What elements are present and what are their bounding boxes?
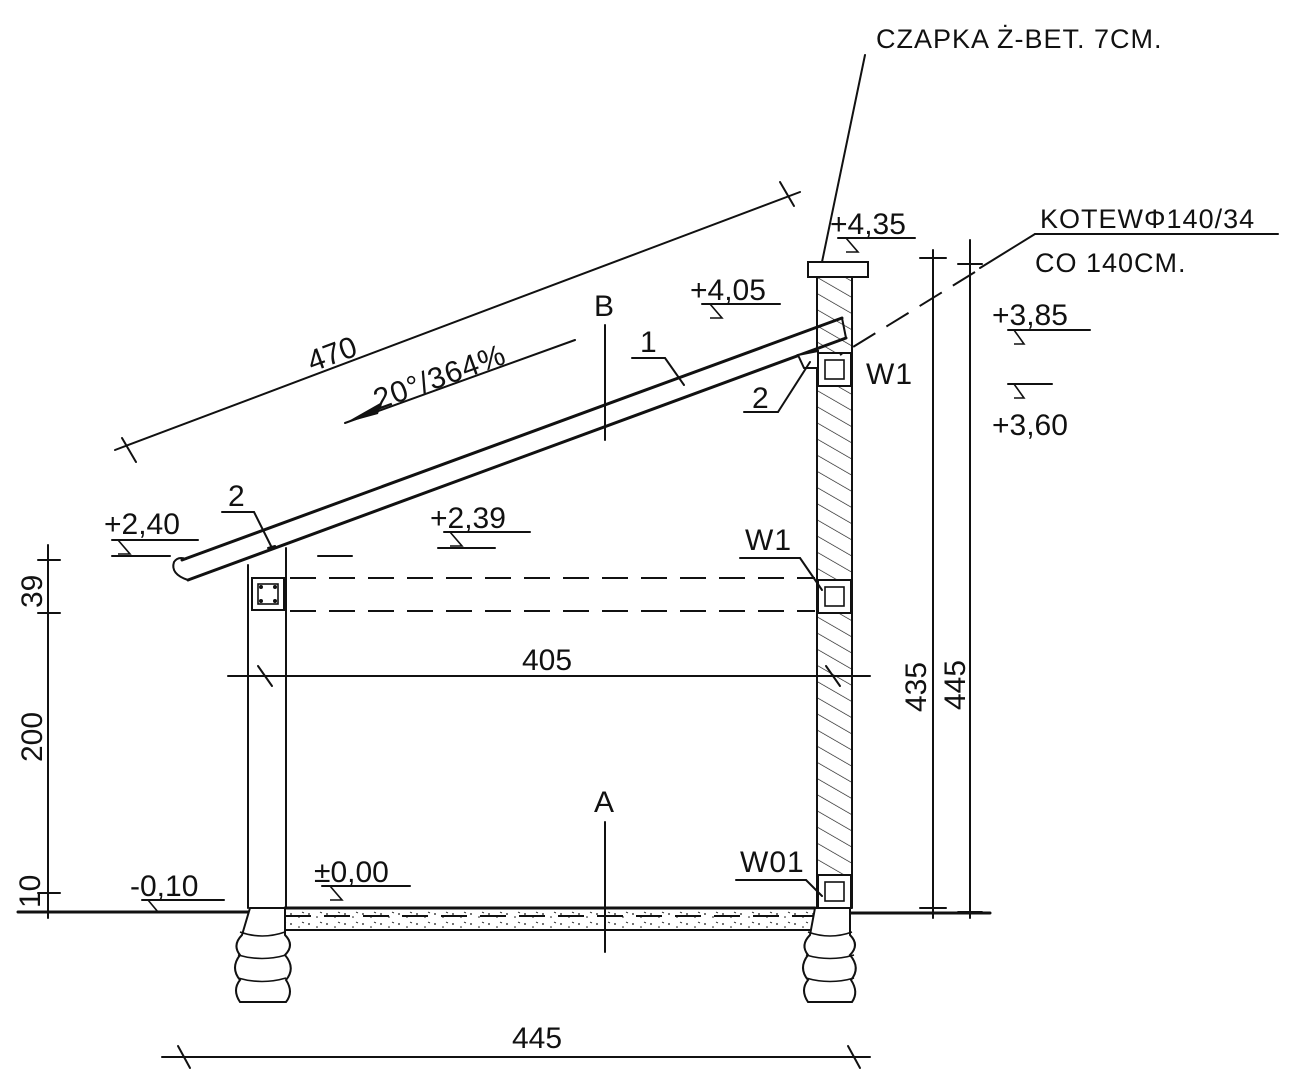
height-445-label: 445 (939, 660, 972, 710)
purlin-mark-left: 2 (221, 480, 273, 549)
section-a-label: A (594, 786, 615, 819)
level-mark-385: +3,85 (992, 299, 1091, 345)
level-010-label: -0,10 (130, 870, 198, 903)
lintel-mark-top: W1 (866, 358, 913, 391)
floor-slab (283, 906, 817, 931)
level-239-label: +2,39 (430, 502, 506, 535)
clear-span-dimension: 405 (227, 644, 871, 687)
left-foundation (234, 907, 292, 1003)
purlin-left-label: 2 (228, 480, 246, 513)
height-435-dimension: 435 (900, 249, 947, 919)
lintel-mid-label: W1 (745, 524, 792, 557)
cap-callout: CZAPKA Ż-BET. 7CM. (821, 23, 1163, 263)
anchor-label-line1: KOTEWΦ140/34 (1040, 204, 1255, 234)
left-height-dimension: 39 200 10 (14, 544, 61, 919)
left-post (247, 547, 287, 909)
level-mark-360: +3,60 (992, 383, 1068, 442)
lintel-bottom-label: W01 (740, 846, 805, 879)
cap-label: CZAPKA Ż-BET. 7CM. (876, 23, 1163, 54)
anchor-label-line2: CO 140CM. (1035, 248, 1187, 278)
section-a-marker: A (594, 786, 615, 953)
level-mark-239: +2,39 (430, 502, 531, 549)
level-mark-240: +2,40 (104, 508, 199, 557)
purlin-mark-top: 2 (743, 361, 811, 415)
slope-label: 20°/364% (369, 338, 510, 416)
lintel-mark-bottom: W01 (735, 846, 823, 897)
level-360-label: +3,60 (992, 409, 1068, 442)
anchor-callout: KOTEWΦ140/34 CO 140CM. (839, 204, 1279, 356)
right-wall (807, 261, 869, 909)
level-240-label: +2,40 (104, 508, 180, 541)
level-405-label: +4,05 (690, 274, 766, 307)
level-435-label: +4,35 (830, 208, 906, 241)
left-10-label: 10 (14, 875, 47, 908)
level-mark-435: +4,35 (830, 208, 916, 253)
clear-span-label: 405 (522, 644, 572, 677)
left-200-label: 200 (16, 712, 49, 762)
purlin-top-label: 2 (752, 382, 770, 415)
left-39-label: 39 (16, 575, 49, 608)
overall-width-label: 445 (512, 1022, 562, 1055)
level-385-label: +3,85 (992, 299, 1068, 332)
overall-width-dimension: 445 (161, 1022, 871, 1069)
rafter-dimension: 470 (114, 181, 801, 463)
level-mark-010: -0,10 (130, 870, 225, 913)
level-000-label: ±0,00 (314, 856, 389, 889)
roof-mark: 1 (631, 326, 685, 386)
beam-dashed-lines (290, 555, 815, 612)
level-mark-000: ±0,00 (314, 856, 411, 901)
roof-slab (172, 316, 848, 582)
level-mark-405: +4,05 (690, 274, 781, 319)
lintel-top-label: W1 (866, 358, 913, 391)
rafter-length-label: 470 (303, 330, 361, 378)
roof-mark-label: 1 (640, 326, 658, 359)
height-445-dimension: 445 (939, 239, 983, 919)
height-435-label: 435 (900, 662, 933, 712)
section-b-marker: B (594, 290, 615, 441)
right-foundation (802, 907, 857, 1003)
lintel-mark-mid: W1 (739, 524, 823, 591)
section-b-label: B (594, 290, 615, 323)
